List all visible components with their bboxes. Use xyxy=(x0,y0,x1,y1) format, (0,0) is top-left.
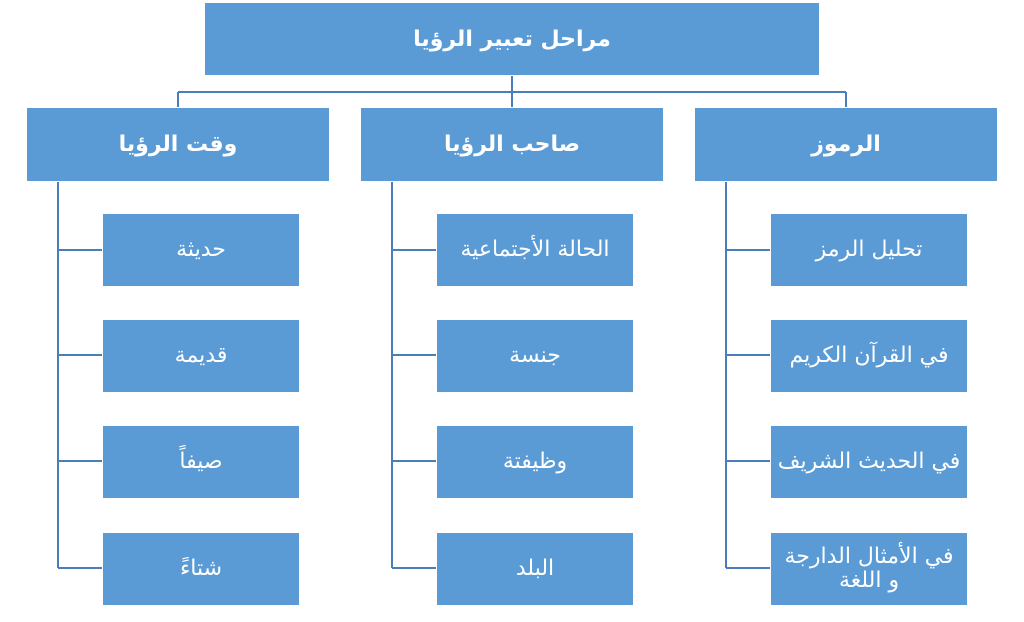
leaf-node: وظيفتة xyxy=(436,425,634,499)
branch-node-dreamer: صاحب الرؤيا xyxy=(360,107,664,182)
leaf-node: البلد xyxy=(436,532,634,606)
leaf-node: في الحديث الشريف xyxy=(770,425,968,499)
leaf-node: تحليل الرمز xyxy=(770,213,968,287)
leaf-node: الحالة الأجتماعية xyxy=(436,213,634,287)
branch-node-time: وقت الرؤيا xyxy=(26,107,330,182)
leaf-node: جنسة xyxy=(436,319,634,393)
root-node: مراحل تعبير الرؤيا xyxy=(204,2,820,76)
leaf-node: في الأمثال الدارجة و اللغة xyxy=(770,532,968,606)
leaf-node: صيفاً xyxy=(102,425,300,499)
leaf-node: حديثة xyxy=(102,213,300,287)
leaf-node: في القرآن الكريم xyxy=(770,319,968,393)
leaf-node: شتاءً xyxy=(102,532,300,606)
branch-node-symbols: الرموز xyxy=(694,107,998,182)
leaf-node: قديمة xyxy=(102,319,300,393)
